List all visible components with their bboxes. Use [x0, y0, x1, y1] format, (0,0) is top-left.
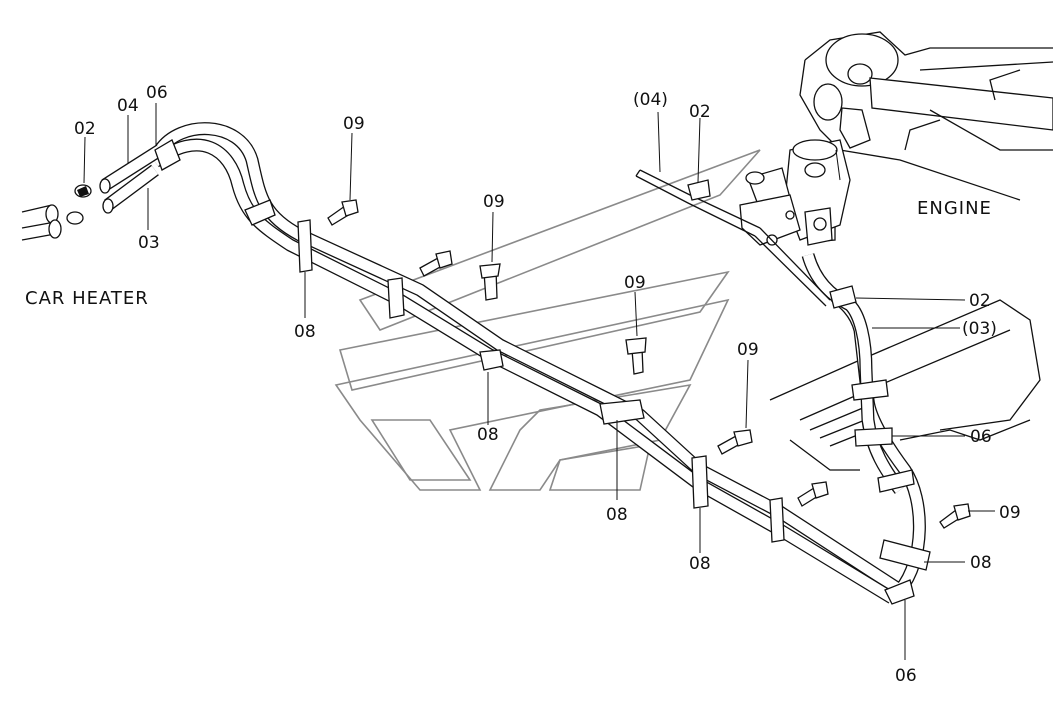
label-02-top: 02	[689, 102, 711, 122]
label-09-a: 09	[343, 114, 365, 134]
label-03-paren: (03)	[962, 319, 997, 339]
watermark-logo	[334, 149, 761, 491]
label-car-heater: CAR HEATER	[25, 288, 149, 309]
label-08-d: 08	[689, 554, 711, 574]
bolts	[327, 199, 971, 529]
heater-hose-upper	[151, 138, 896, 604]
label-08-b: 08	[477, 425, 499, 445]
label-09-c: 09	[624, 273, 646, 293]
engine-hose	[801, 253, 906, 494]
label-04-paren: (04)	[633, 90, 668, 110]
label-09-e: 09	[999, 503, 1021, 523]
label-06-right: 06	[970, 427, 992, 447]
label-02-right: 02	[969, 291, 991, 311]
label-engine: ENGINE	[917, 198, 992, 219]
label-09-d: 09	[737, 340, 759, 360]
engine-block	[739, 31, 1053, 471]
hose-ends-left	[21, 144, 164, 241]
hose-clips	[297, 219, 931, 571]
label-06-bottom: 06	[895, 666, 917, 686]
label-03-left: 03	[138, 233, 160, 253]
part-labels: CAR HEATER ENGINE 02 04 06 03 09 09 09 0…	[25, 83, 1021, 686]
label-02-left: 02	[74, 119, 96, 139]
label-08-c: 08	[606, 505, 628, 525]
leader-lines	[83, 103, 995, 660]
label-06-left: 06	[146, 83, 168, 103]
label-04-left: 04	[117, 96, 139, 116]
label-08-a: 08	[294, 322, 316, 342]
label-09-b: 09	[483, 192, 505, 212]
label-08-e: 08	[970, 553, 992, 573]
hose-clamps	[154, 139, 915, 605]
